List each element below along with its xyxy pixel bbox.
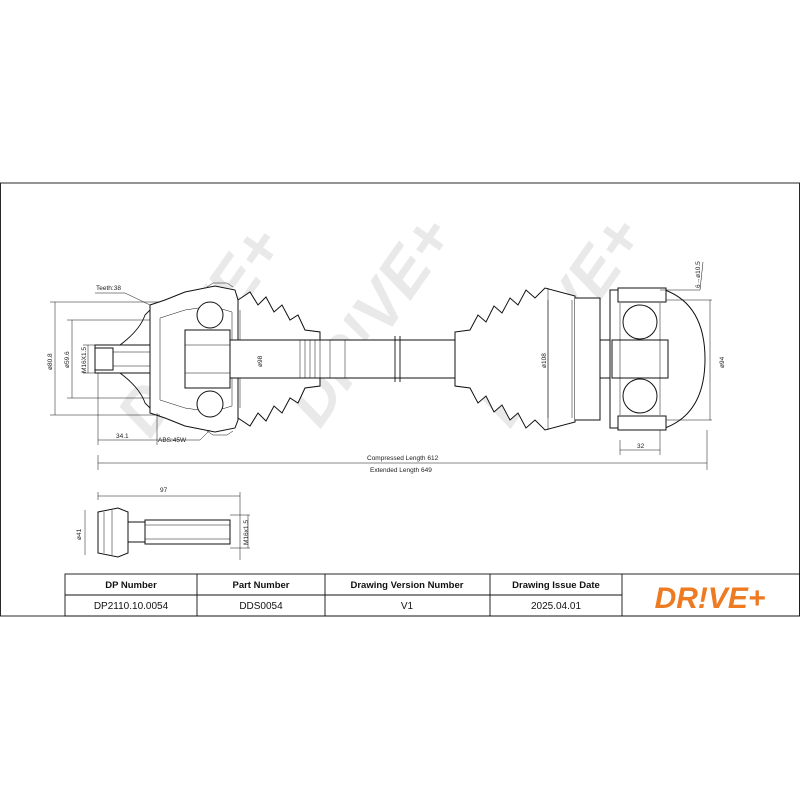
- dim-bolt-holes: 6→ø10.5: [695, 261, 702, 288]
- dim-dia-98: ø98: [257, 355, 264, 367]
- dim-thread-left: M16X1.5: [81, 347, 88, 373]
- title-header-part-number: Part Number: [232, 580, 289, 591]
- dim-dia-80-8: ø80.8: [47, 353, 54, 370]
- dim-34-1: 34.1: [116, 433, 129, 440]
- bolt-drawing: 97 ø41 M16x1.5: [76, 487, 250, 560]
- right-flange-bottom: [617, 415, 667, 431]
- bolt-shank: [127, 521, 146, 543]
- shaft-break-mark: [394, 336, 401, 382]
- title-value-issue-date: 2025.04.01: [531, 601, 581, 612]
- dim-32: 32: [637, 443, 645, 450]
- left-stub-thread: [94, 347, 114, 371]
- watermark-center: DR!VE+: [272, 203, 467, 438]
- drive-shaft-assembly: [94, 282, 706, 436]
- right-cv-ball-bottom: [622, 378, 658, 414]
- left-cv-ball-top: [196, 301, 224, 329]
- right-flange-top: [617, 287, 667, 303]
- dim-dia-59-6: ø59.6: [64, 351, 71, 368]
- left-cv-ball-bottom: [196, 390, 224, 418]
- title-header-issue-date: Drawing Issue Date: [512, 580, 600, 591]
- title-header-version: Drawing Version Number: [351, 580, 464, 591]
- dim-abs: ABS:45W: [158, 437, 187, 444]
- dim-extended-length: Extended Length 649: [370, 467, 432, 474]
- right-inner-race: [611, 339, 669, 379]
- dim-dia-108: ø108: [541, 353, 548, 368]
- dim-bolt-dia-41: ø41: [76, 528, 83, 540]
- bolt-thread: [144, 519, 231, 545]
- dim-compressed-length: Compressed Length 612: [367, 455, 439, 462]
- title-block: DP Number Part Number Drawing Version Nu…: [64, 573, 800, 617]
- left-inner-race: [184, 329, 231, 389]
- right-boot: [454, 287, 576, 431]
- dim-bolt-length: 97: [160, 487, 168, 494]
- dimension-lines: [50, 261, 712, 470]
- right-boot-clamp: [575, 297, 601, 421]
- dim-teeth: Teeth:38: [96, 285, 121, 292]
- title-header-dp-number: DP Number: [105, 580, 157, 591]
- title-value-dp-number: DP2110.10.0054: [94, 601, 169, 612]
- dimension-labels: Teeth:38 ø80.8 ø59.6 M16X1.5 ø98 34.1 AB…: [47, 261, 726, 474]
- dim-dia-94: ø94: [719, 356, 726, 368]
- brand-logo: DR!VE+: [655, 582, 766, 615]
- title-value-part-number: DDS0054: [239, 601, 283, 612]
- right-cv-ball-top: [622, 304, 658, 340]
- title-value-version: V1: [401, 601, 414, 612]
- bolt-head: [97, 507, 129, 558]
- dim-bolt-thread: M16x1.5: [243, 520, 250, 545]
